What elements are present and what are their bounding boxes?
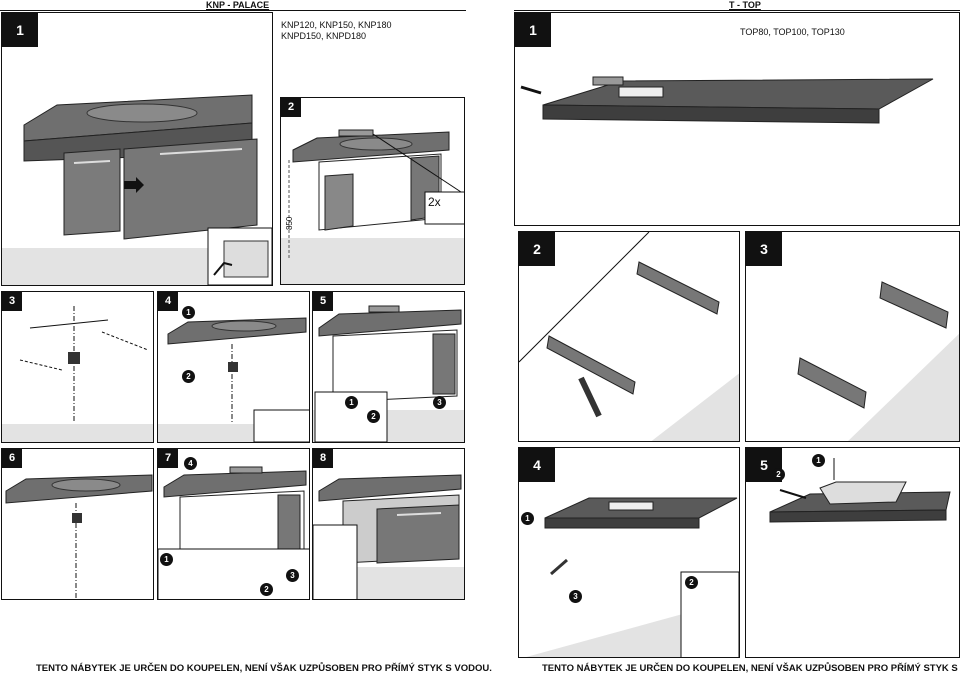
left-header: KNP - PALACE xyxy=(206,0,270,10)
basin-drawing xyxy=(769,458,951,523)
step-number: 4 xyxy=(519,448,555,482)
sink-drawing xyxy=(5,474,153,599)
model-line: KNPD150, KNPD180 xyxy=(281,31,367,41)
step-4-panel: 4 1 2 xyxy=(157,291,310,443)
callout-2: 2 xyxy=(685,576,698,589)
right-footer: TENTO NÁBYTEK JE URČEN DO KOUPELEN, NENÍ… xyxy=(542,663,960,674)
step-number: 2 xyxy=(519,232,555,266)
step-1-panel: 1 xyxy=(1,12,273,286)
step-8-panel: 8 xyxy=(312,448,465,600)
callout-4: 4 xyxy=(184,457,197,470)
step-number: 4 xyxy=(158,292,178,311)
height-dimension: 850 xyxy=(285,216,294,230)
callout-1: 1 xyxy=(182,306,195,319)
leveling-drawing xyxy=(158,466,309,599)
brackets-wall-drawing xyxy=(797,281,959,441)
top-step-1-panel: 1 xyxy=(514,12,960,226)
step-number: 1 xyxy=(2,13,38,47)
step-6-panel: 6 xyxy=(1,448,154,600)
callout-3: 3 xyxy=(286,569,299,582)
top-step-2-panel: 2 xyxy=(518,231,740,442)
top-step-4-panel: 4 1 3 2 xyxy=(518,447,740,658)
multiplier-label: 2x xyxy=(428,195,441,209)
cabinet-hang-drawing xyxy=(314,305,462,442)
floor xyxy=(281,238,464,284)
right-models: TOP80, TOP100, TOP130 xyxy=(740,27,845,37)
floor xyxy=(2,424,153,442)
bracket-drawing xyxy=(519,232,739,441)
drill-marks-drawing xyxy=(19,306,149,422)
callout-1: 1 xyxy=(521,512,534,525)
left-models: KNP120, KNP150, KNP180 KNPD150, KNPD180 xyxy=(281,20,392,42)
step-number: 5 xyxy=(313,292,333,311)
step-number: 1 xyxy=(515,13,551,47)
right-header-rule xyxy=(514,10,960,11)
step-number: 8 xyxy=(313,449,333,468)
callout-2: 2 xyxy=(260,583,273,596)
model-line: KNP120, KNP150, KNP180 xyxy=(281,20,392,30)
step-number: 3 xyxy=(2,292,22,311)
callout-3: 3 xyxy=(569,590,582,603)
left-footer: TENTO NÁBYTEK JE URČEN DO KOUPELEN, NENÍ… xyxy=(36,663,492,674)
callout-3: 3 xyxy=(433,396,446,409)
cabinet-drawing xyxy=(23,94,272,285)
step-7-panel: 7 4 1 2 3 xyxy=(157,448,310,600)
top-step-5-panel: 5 1 2 xyxy=(745,447,960,658)
mounting-drawing xyxy=(288,129,464,258)
step-number: 7 xyxy=(158,449,178,468)
callout-2: 2 xyxy=(772,468,785,481)
callout-1: 1 xyxy=(812,454,825,467)
step-2-panel: 2 2x 850 xyxy=(280,97,465,285)
callout-1: 1 xyxy=(160,553,173,566)
step-number: 6 xyxy=(2,449,22,468)
right-header: T - TOP xyxy=(729,0,761,10)
step-3-panel: 3 xyxy=(1,291,154,443)
step-5-panel: 5 1 2 3 xyxy=(312,291,465,443)
callout-2: 2 xyxy=(367,410,380,423)
callout-1: 1 xyxy=(345,396,358,409)
callout-2: 2 xyxy=(182,370,195,383)
step-number: 2 xyxy=(281,98,301,117)
top-step-3-panel: 3 xyxy=(745,231,960,442)
step-number: 3 xyxy=(746,232,782,266)
final-cabinet-drawing xyxy=(313,474,462,599)
countertop-drawing xyxy=(520,76,934,124)
left-header-rule xyxy=(0,10,466,11)
sink-mount-drawing xyxy=(167,317,309,442)
